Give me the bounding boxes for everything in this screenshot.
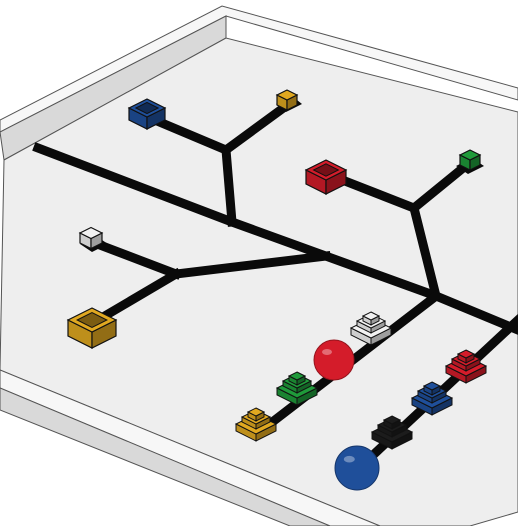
ball-red[interactable]: [314, 340, 354, 380]
small-cube-yellow[interactable]: [277, 90, 297, 110]
track-top-branch: [226, 150, 232, 222]
small-cube-green[interactable]: [460, 150, 480, 170]
ball-blue[interactable]: [335, 446, 379, 490]
